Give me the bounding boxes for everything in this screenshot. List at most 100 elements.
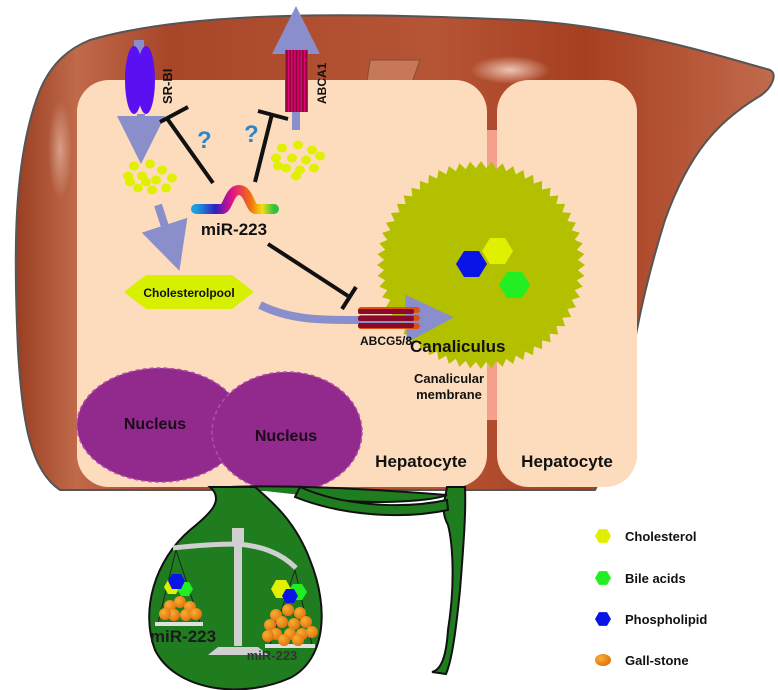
gallstone xyxy=(264,619,276,631)
inhibition-sr-bi xyxy=(159,105,215,185)
cholesterol-dot xyxy=(291,171,301,181)
cholesterol-dot xyxy=(157,165,167,175)
arrow-to-canaliculus xyxy=(258,294,454,343)
right-pan-gallstones xyxy=(262,604,318,646)
legend-item-cholesterol: Cholesterol xyxy=(595,529,697,544)
legend-label: Phospholipid xyxy=(625,612,707,627)
liver-highlight xyxy=(470,56,550,84)
hepatocyte-left-label: Hepatocyte xyxy=(375,452,467,471)
inhibition-abca1 xyxy=(253,109,289,183)
cholesterol-hexagon xyxy=(482,238,513,264)
sr-bi-receptor xyxy=(117,40,165,164)
gallstone xyxy=(306,626,318,638)
abca1-stripe xyxy=(292,50,295,112)
abcg58-transporter xyxy=(358,307,420,329)
legend-item-gall-stone: Gall-stone xyxy=(595,653,689,668)
cholesterol-dots-left xyxy=(123,159,177,195)
cholesterol-dot xyxy=(307,145,317,155)
gallstone xyxy=(190,608,202,620)
mir223-molecule-icon xyxy=(191,184,279,214)
legend-label: Bile acids xyxy=(625,571,686,586)
left-pan-gallstones xyxy=(159,596,202,621)
abca1-stripe xyxy=(298,50,301,112)
right-pan-contents xyxy=(262,580,318,646)
hepatocyte-right-label: Hepatocyte xyxy=(521,452,613,471)
cholesterol-dot xyxy=(277,143,287,153)
inhibition-sr-bi-line xyxy=(164,115,215,185)
cholesterol-dot xyxy=(315,151,325,161)
inhibition-abca1-line xyxy=(253,113,274,183)
abca1-stripes xyxy=(286,50,307,112)
question-mark-left: ? xyxy=(197,127,212,154)
abcg58-layer-2 xyxy=(358,309,414,314)
gallstone xyxy=(159,608,171,620)
abcg58-layer-4 xyxy=(358,316,414,321)
gallstone xyxy=(262,630,274,642)
gallstone xyxy=(300,616,312,628)
scale-base xyxy=(208,647,268,655)
cholesterol-dot xyxy=(271,153,281,163)
legend-swatch-icon xyxy=(595,654,611,666)
canaliculus-label: Canaliculus xyxy=(410,337,505,356)
cholesterol-dot xyxy=(147,185,157,195)
cholesterol-dot xyxy=(273,161,283,171)
gallstone xyxy=(174,596,186,608)
gallstone xyxy=(288,618,300,630)
scale-left-label: miR-223 xyxy=(150,627,216,646)
question-mark-right: ? xyxy=(244,121,259,148)
cholesterol-dot xyxy=(129,161,139,171)
abcg58-label: ABCG5/8 xyxy=(360,334,412,348)
cholesterol-dot xyxy=(145,159,155,169)
inhibition-abcg58-bar xyxy=(340,285,358,311)
abca1-stripe xyxy=(305,50,307,112)
inhibition-abcg58 xyxy=(266,242,358,311)
legend-swatch-icon xyxy=(595,571,611,585)
arrow-to-cholesterol-pool xyxy=(141,203,188,271)
cholesterol-dot xyxy=(151,175,161,185)
sr-bi-label: SR-BI xyxy=(160,69,175,104)
cholesterol-dots-right xyxy=(271,140,325,181)
left-pan-contents xyxy=(159,574,202,621)
legend-swatch-icon xyxy=(595,612,611,626)
sr-bi-lobe-right xyxy=(137,46,155,114)
cholesterol-pool xyxy=(124,275,254,309)
cholesterol-pool-label: Cholesterolpool xyxy=(143,286,234,300)
abca1-stripe xyxy=(286,50,288,112)
cholesterol-dot xyxy=(287,153,297,163)
abca1-stripe xyxy=(295,50,298,112)
left-pan-phospholipid xyxy=(168,574,185,589)
scale-top-knob xyxy=(232,528,244,542)
inhibition-abca1-bar xyxy=(257,109,289,121)
cholesterol-dot xyxy=(293,140,303,150)
canalicular-membrane-label-2: membrane xyxy=(416,387,482,402)
legend-item-bile-acids: Bile acids xyxy=(595,571,686,586)
legend-label: Cholesterol xyxy=(625,529,697,544)
gallstone xyxy=(180,609,192,621)
gallbladder xyxy=(148,485,467,690)
legend-item-phospholipid: Phospholipid xyxy=(595,612,707,627)
gallbladder-neck xyxy=(293,485,450,517)
gallstone xyxy=(292,634,304,646)
bile-acid-hexagon xyxy=(499,272,530,298)
canalicular-membrane-label-1: Canalicular xyxy=(414,371,484,386)
abca1-arrow-stem xyxy=(292,112,300,130)
liver-highlight-left xyxy=(48,100,72,200)
canaliculus-hexagons xyxy=(456,238,530,298)
cholesterol-dot xyxy=(141,177,151,187)
gallstone xyxy=(282,604,294,616)
gallstone xyxy=(294,607,306,619)
scale-post xyxy=(234,536,242,646)
cholesterol-dot xyxy=(167,173,177,183)
cholesterol-dot xyxy=(309,163,319,173)
right-pan-phospholipid xyxy=(282,589,298,603)
phospholipid-hexagon xyxy=(456,251,487,277)
abcg58-layer-6 xyxy=(358,323,414,328)
mir223-label: miR-223 xyxy=(201,220,267,239)
sr-bi-arrow-stem-top xyxy=(134,40,144,60)
bile-duct xyxy=(431,486,467,676)
gallstone xyxy=(278,634,290,646)
gallstone xyxy=(276,616,288,628)
inhibition-abcg58-line xyxy=(266,242,350,298)
